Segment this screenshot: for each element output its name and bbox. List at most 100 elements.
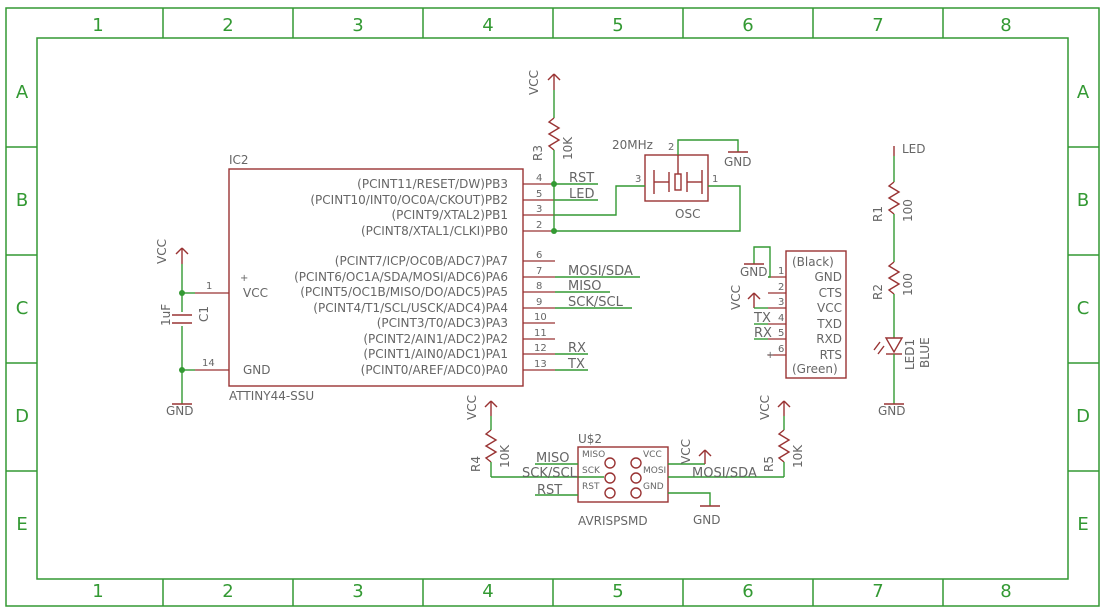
ic2-value: ATTINY44-SSU	[229, 389, 314, 403]
pin-label: VCC	[243, 286, 268, 300]
gnd-label: GND	[693, 513, 721, 527]
r4-name: R4	[469, 456, 483, 472]
col-label: 5	[612, 15, 623, 36]
svg-text:11: 11	[534, 328, 547, 339]
row-label: E	[1077, 514, 1088, 535]
ic2-right-pin-lines	[523, 183, 555, 371]
isp-pin-label: RST	[582, 482, 600, 492]
net-label-miso-isp: MISO	[536, 451, 570, 466]
net-label-sck-scl: SCK/SCL	[568, 295, 624, 310]
ic2-name: IC2	[229, 153, 249, 167]
osc-resonator[interactable]: 20MHz OSC 3 2 1 GND	[555, 138, 752, 232]
net-label-tx: TX	[567, 357, 585, 372]
svg-text:4: 4	[778, 313, 784, 324]
ftdi-header[interactable]: (Black) (Green) GND CTS VCC TXD RXD RTS …	[729, 246, 847, 379]
ic2-attiny44[interactable]: IC2 ATTINY44-SSU + 1 VCC 14 GND (PCINT11…	[195, 153, 555, 403]
pin-label: (PCINT4/T1/SCL/USCK/ADC4)PA4	[313, 301, 508, 315]
row-label: B	[16, 190, 28, 211]
isp-body	[577, 446, 669, 503]
r3-name: R3	[531, 145, 545, 161]
pin-label: (PCINT11/RESET/DW)PB3	[357, 177, 508, 191]
svg-text:1: 1	[778, 266, 784, 277]
r5-resistor[interactable]: VCC R5 10K	[758, 395, 805, 477]
r3-value: 10K	[561, 136, 575, 160]
vcc-label: VCC	[679, 439, 693, 464]
vcc-label: VCC	[729, 285, 743, 310]
osc-value: 20MHz	[612, 138, 653, 152]
vcc-label: VCC	[527, 70, 541, 95]
svg-text:12: 12	[534, 343, 547, 354]
isp-name: U$2	[578, 432, 602, 446]
r5-name: R5	[762, 456, 776, 472]
svg-text:6: 6	[778, 344, 784, 355]
pin-label: (PCINT10/INT0/OC0A/CKOUT)PB2	[310, 193, 508, 207]
pin-label: (PCINT3/T0/ADC3)PA3	[377, 316, 508, 330]
r3-resistor[interactable]: VCC R3 10K	[527, 70, 575, 234]
svg-text:4: 4	[536, 173, 542, 184]
col-label: 2	[222, 15, 233, 36]
pin-label: (PCINT1/AIN0/ADC1)PA1	[363, 347, 508, 361]
ic2-right-pins: (PCINT11/RESET/DW)PB3 (PCINT10/INT0/OC0A…	[294, 177, 508, 377]
osc-name: OSC	[675, 207, 700, 221]
svg-text:3: 3	[778, 297, 784, 308]
drawing-frame: 1 2 3 4 5 6 7 8 1 2 3 4 5 6 7 8 A B C D …	[5, 7, 1100, 607]
col-label: 7	[872, 15, 883, 36]
isp-pin-label: VCC	[643, 450, 662, 460]
ftdi-top-label: (Black)	[792, 255, 834, 269]
isp-value: AVRISPSMD	[578, 514, 648, 528]
c1-capacitor-net[interactable]: VCC 1uF C1 GND	[155, 239, 211, 418]
isp-pin-label: MISO	[582, 450, 605, 460]
isp-pin-label: MOSI	[643, 466, 666, 476]
ftdi-pin-label: CTS	[819, 286, 842, 300]
row-label: A	[1077, 82, 1090, 103]
col-label: 2	[222, 581, 233, 602]
net-label-led: LED	[569, 187, 594, 202]
pin-label: (PCINT8/XTAL1/CLKI)PB0	[361, 224, 508, 238]
col-label: 7	[872, 581, 883, 602]
net-label-tx: TX	[753, 311, 771, 326]
row-label: D	[15, 406, 29, 427]
ic2-net-labels: RST LED MOSI/SDA MISO SCK/SCL RX TX	[555, 171, 640, 372]
gnd-label: GND	[724, 155, 752, 169]
col-label: 3	[352, 581, 363, 602]
svg-text:2: 2	[778, 282, 784, 293]
ftdi-pin-label: TXD	[816, 317, 842, 331]
row-label: D	[1076, 406, 1090, 427]
ftdi-pin-label: RXD	[816, 332, 842, 346]
vcc-label: VCC	[465, 395, 479, 420]
row-label: A	[16, 82, 29, 103]
pin-label: (PCINT7/ICP/OC0B/ADC7)PA7	[335, 254, 508, 268]
svg-text:6: 6	[536, 250, 542, 261]
r4-resistor[interactable]: VCC R4 10K	[465, 395, 604, 478]
col-label: 4	[482, 581, 493, 602]
pin-marker: +	[766, 350, 774, 361]
pin-label: (PCINT9/XTAL2)PB1	[391, 208, 508, 222]
pin-marker: +	[240, 273, 248, 284]
pin-number: 1	[712, 174, 718, 185]
row-label: C	[1077, 298, 1090, 319]
col-label: 3	[352, 15, 363, 36]
row-label: B	[1077, 190, 1089, 211]
ftdi-pin-label: RTS	[820, 348, 842, 362]
net-label-mosi-sda: MOSI/SDA	[568, 264, 633, 279]
led-net-label: LED	[902, 142, 926, 156]
net-label-sck-scl-isp: SCK/SCL	[522, 466, 578, 481]
osc-body	[644, 154, 709, 202]
gnd-label: GND	[740, 265, 768, 279]
isp-pin-label: GND	[643, 482, 664, 492]
led1-name: LED1	[903, 339, 917, 370]
net-label-rx: RX	[754, 326, 772, 341]
c1-value: 1uF	[159, 304, 173, 326]
ic2-right-pin-numbers: 4 5 3 2 6 7 8 9 10 11 12 13	[534, 173, 547, 370]
ftdi-bottom-label: (Green)	[792, 362, 838, 376]
c1-name: C1	[197, 306, 211, 322]
r5-value: 10K	[791, 444, 805, 468]
col-label: 8	[1000, 15, 1011, 36]
isp-pin-label: SCK	[582, 466, 601, 476]
svg-text:3: 3	[536, 204, 542, 215]
avrisp-header[interactable]: U$2 AVRISPSMD MISO SCK RST VCC MOSI GND …	[522, 432, 784, 528]
led-branch[interactable]: LED R1 100 R2 100 LED1 BLUE GND	[871, 142, 932, 418]
r2-value: 100	[901, 273, 915, 296]
pin-number: 14	[202, 358, 215, 369]
